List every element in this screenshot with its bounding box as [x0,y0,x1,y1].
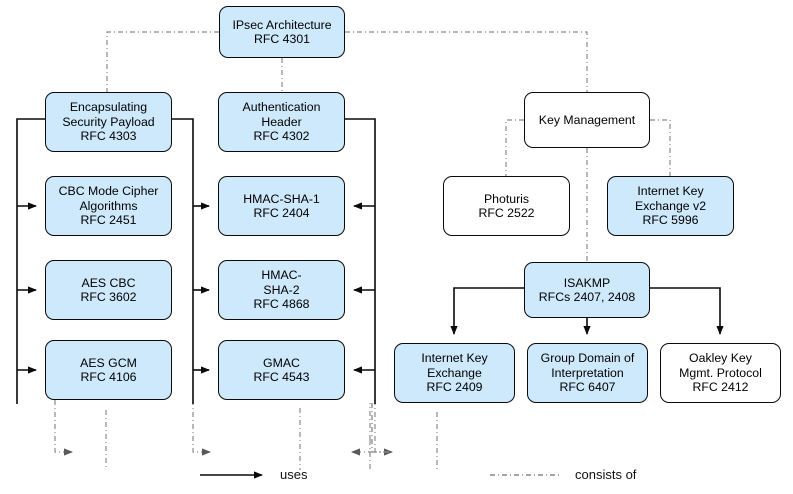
node-ikev2-line: RFC 5996 [642,213,699,228]
node-gdoi-line: Interpretation [551,365,624,380]
node-aes-gcm-line: AES GCM [80,355,137,370]
node-ike-line: RFC 2409 [426,380,483,395]
node-hmac-sha-1-line: HMAC-SHA-1 [243,191,320,206]
node-esp-line: Security Payload [62,114,155,129]
node-isakmp-line: ISAKMP [563,275,611,290]
node-oakley-line: Mgmt. Protocol [679,365,762,380]
node-hmac-sha-2-line: HMAC- [261,268,302,283]
node-gdoi-line: Group Domain of [540,351,635,366]
node-ipsec-architecture-line: RFC 4301 [253,32,311,46]
node-gmac-line: GMAC [263,355,300,370]
node-isakmp-line: RFCs 2407, 2408 [538,290,636,304]
node-gmac-line: RFC 4543 [253,370,310,384]
node-ah-line: Authentication [242,100,321,115]
node-ike-line: Exchange [427,365,482,380]
node-photuris-line: RFC 2522 [478,206,535,220]
node-esp-line: Encapsulating [69,100,148,115]
node-photuris-line: Photuris [483,191,530,206]
node-gdoi-line: RFC 6407 [559,380,616,395]
node-key-management-line: Key Management [538,112,636,127]
legend-uses-label: uses [280,467,308,482]
consists-of-dangling-edges-right [105,408,438,470]
node-oakley-line: Oakley Key [689,351,752,366]
uses-edges-ah [345,118,376,404]
legend-consists-of-label: consists of [575,467,637,482]
node-key-management: Key Management [524,92,650,148]
node-hmac-sha-1-line: RFC 2404 [253,206,310,220]
node-cbc-mode-cipher-line: Algorithms [79,198,138,213]
node-ah-line: RFC 4302 [253,129,310,144]
node-cbc-mode-cipher-line: CBC Mode Cipher [58,184,159,199]
node-ikev2-line: Exchange v2 [634,198,707,213]
node-hmac-sha-2-line: RFC 4868 [253,297,310,312]
node-cbc-mode-cipher-line: RFC 2451 [80,213,137,228]
node-ike-line: Internet Key [421,351,488,366]
consists-of-left-arrow-group [351,403,373,456]
node-aes-cbc-line: RFC 3602 [80,290,137,304]
node-aes-cbc-line: AES CBC [81,275,136,290]
node-ikev2-line: Internet Key [637,184,704,199]
node-oakley-line: RFC 2412 [692,380,749,395]
node-ah-line: Header [261,114,302,129]
node-aes-gcm-line: RFC 4106 [80,370,137,384]
uses-edges-isakmp [450,287,724,335]
node-esp-line: RFC 4303 [80,129,137,144]
node-ipsec-architecture-line: IPsec Architecture [232,17,332,32]
uses-edges-esp [16,118,210,404]
consists-of-edges [106,31,671,262]
node-hmac-sha-2-line: SHA-2 [263,282,300,297]
